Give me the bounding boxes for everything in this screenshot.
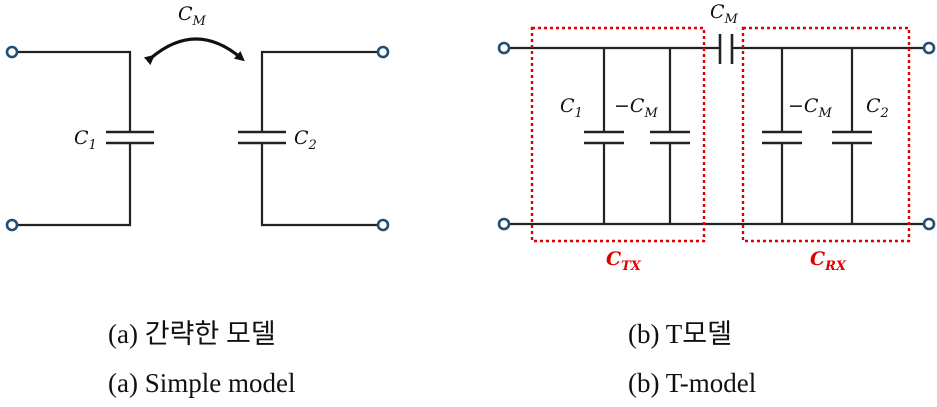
terminal-node — [5, 45, 19, 59]
neg-cm-left-shunt-capacitor — [650, 48, 690, 224]
terminal-node — [922, 217, 936, 231]
c2-label-simple: C2 — [294, 127, 317, 153]
terminal-node — [376, 218, 390, 232]
terminal-node — [376, 45, 390, 59]
c1-label-t: C1 — [560, 95, 583, 121]
neg-cm-right-shunt-capacitor — [762, 48, 802, 224]
ctx-label: CTX — [606, 248, 642, 274]
t-model-circuit: CM C1 −CM −CM C2 CTX CRX — [497, 1, 936, 274]
caption-a-english: (a) Simple model — [108, 368, 295, 398]
c1-shunt-capacitor — [584, 48, 624, 224]
terminal-node — [497, 217, 511, 231]
c2-shunt-capacitor — [832, 48, 872, 224]
crx-label: CRX — [810, 248, 847, 274]
neg-cm-right-label: −CM — [788, 95, 832, 121]
c2-wire — [260, 50, 380, 227]
terminal-node — [922, 41, 936, 55]
c2-label-t: C2 — [866, 95, 889, 121]
ctx-highlight-box — [530, 26, 706, 243]
cm-label-simple: CM — [178, 3, 207, 29]
cm-label-t: CM — [710, 1, 739, 27]
caption-a-korean: (a) 간략한 모델 — [108, 319, 276, 349]
terminal-node — [5, 218, 19, 232]
caption-b-korean: (b) T모델 — [628, 319, 732, 349]
simple-model-circuit: CM C1 C2 — [5, 3, 390, 232]
c1-wire — [15, 50, 132, 227]
mutual-coupling-arrow — [143, 37, 245, 66]
c1-label-simple: C1 — [74, 127, 97, 153]
crx-highlight-box — [741, 26, 911, 243]
neg-cm-left-label: −CM — [614, 95, 658, 121]
caption-b-english: (b) T-model — [628, 368, 756, 398]
terminal-node — [497, 41, 511, 55]
